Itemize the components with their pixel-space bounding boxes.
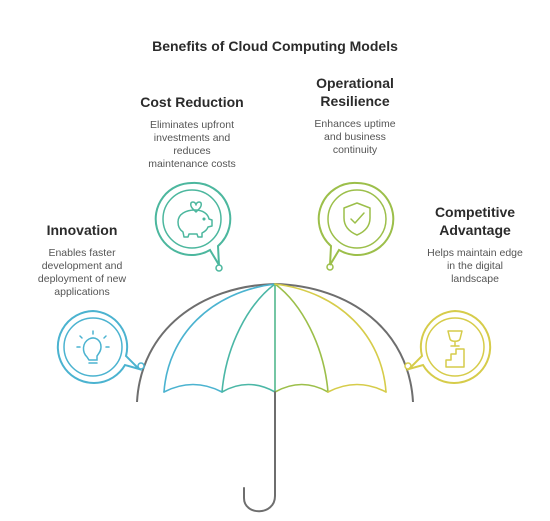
benefit-competitive-advantage: Competitive Advantage Helps maintain edg… bbox=[410, 203, 540, 286]
canopy-rib-right bbox=[274, 283, 387, 393]
canopy-scallop bbox=[163, 383, 223, 393]
benefit-description: Enables faster development and deploymen… bbox=[37, 247, 127, 298]
benefit-heading: Operational Resilience bbox=[316, 75, 394, 109]
benefit-description: Enhances uptime and business continuity bbox=[314, 118, 396, 156]
connector-dot bbox=[137, 362, 145, 370]
lightbulb-icon bbox=[76, 330, 110, 364]
diagram-title: Benefits of Cloud Computing Models bbox=[152, 38, 398, 54]
innovation-bubble bbox=[56, 309, 143, 384]
benefit-innovation: Innovation Enables faster development an… bbox=[22, 221, 142, 299]
benefit-cost-reduction: Cost Reduction Eliminates upfront invest… bbox=[128, 93, 256, 171]
shield-check-icon bbox=[343, 202, 371, 236]
benefit-operational-resilience: Operational Resilience Enhances uptime a… bbox=[295, 74, 415, 157]
benefit-heading: Innovation bbox=[46, 222, 118, 238]
canopy-scallop bbox=[327, 383, 387, 393]
cost-reduction-bubble bbox=[154, 181, 232, 266]
umbrella-handle bbox=[243, 391, 276, 513]
benefit-description: Eliminates upfront investments and reduc… bbox=[148, 119, 236, 170]
umbrella-canopy-ribs bbox=[163, 283, 387, 393]
canopy-scallop bbox=[221, 383, 276, 393]
canopy-rib-inner-right bbox=[274, 283, 329, 393]
piggy-bank-icon bbox=[177, 201, 213, 238]
operational-resilience-bubble bbox=[317, 181, 395, 266]
benefit-description: Helps maintain edge in the digital lands… bbox=[427, 247, 523, 285]
benefit-heading: Cost Reduction bbox=[140, 94, 244, 110]
canopy-rib-inner-left bbox=[221, 283, 276, 393]
benefit-heading: Competitive Advantage bbox=[434, 204, 516, 238]
trophy-podium-icon bbox=[445, 330, 465, 368]
connector-dot bbox=[215, 264, 223, 272]
canopy-rib-left bbox=[163, 283, 276, 393]
canopy-scallop bbox=[274, 383, 329, 393]
competitive-advantage-bubble bbox=[405, 309, 492, 384]
